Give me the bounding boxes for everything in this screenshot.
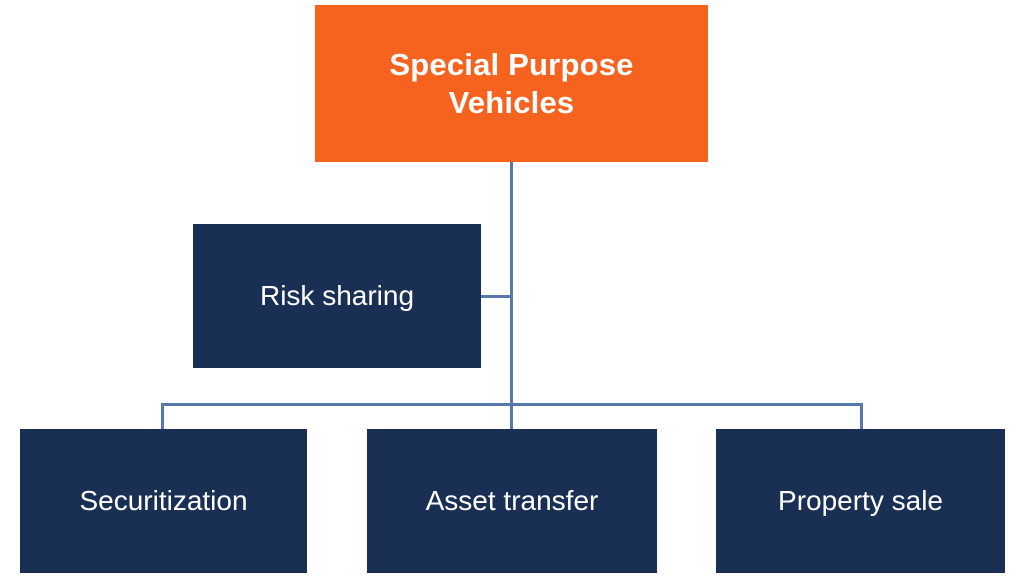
node-asset-transfer: Asset transfer: [367, 429, 657, 573]
connector-drop-securitization: [161, 403, 164, 429]
node-label-risk-sharing: Risk sharing: [259, 279, 415, 311]
node-label-securitization: Securitization: [79, 484, 248, 516]
node-property-sale: Property sale: [716, 429, 1005, 573]
node-label-special-purpose-vehicles: Special Purpose Vehicles: [389, 46, 634, 120]
node-label-asset-transfer: Asset transfer: [425, 484, 599, 516]
node-risk-sharing: Risk sharing: [193, 224, 481, 368]
connector-horizontal-bus: [161, 403, 863, 406]
connector-root-to-children: [510, 162, 513, 429]
connector-risk-sharing-to-trunk: [481, 295, 511, 298]
node-securitization: Securitization: [20, 429, 307, 573]
connector-drop-property-sale: [860, 403, 863, 429]
node-special-purpose-vehicles: Special Purpose Vehicles: [315, 5, 708, 162]
node-label-property-sale: Property sale: [778, 484, 943, 516]
